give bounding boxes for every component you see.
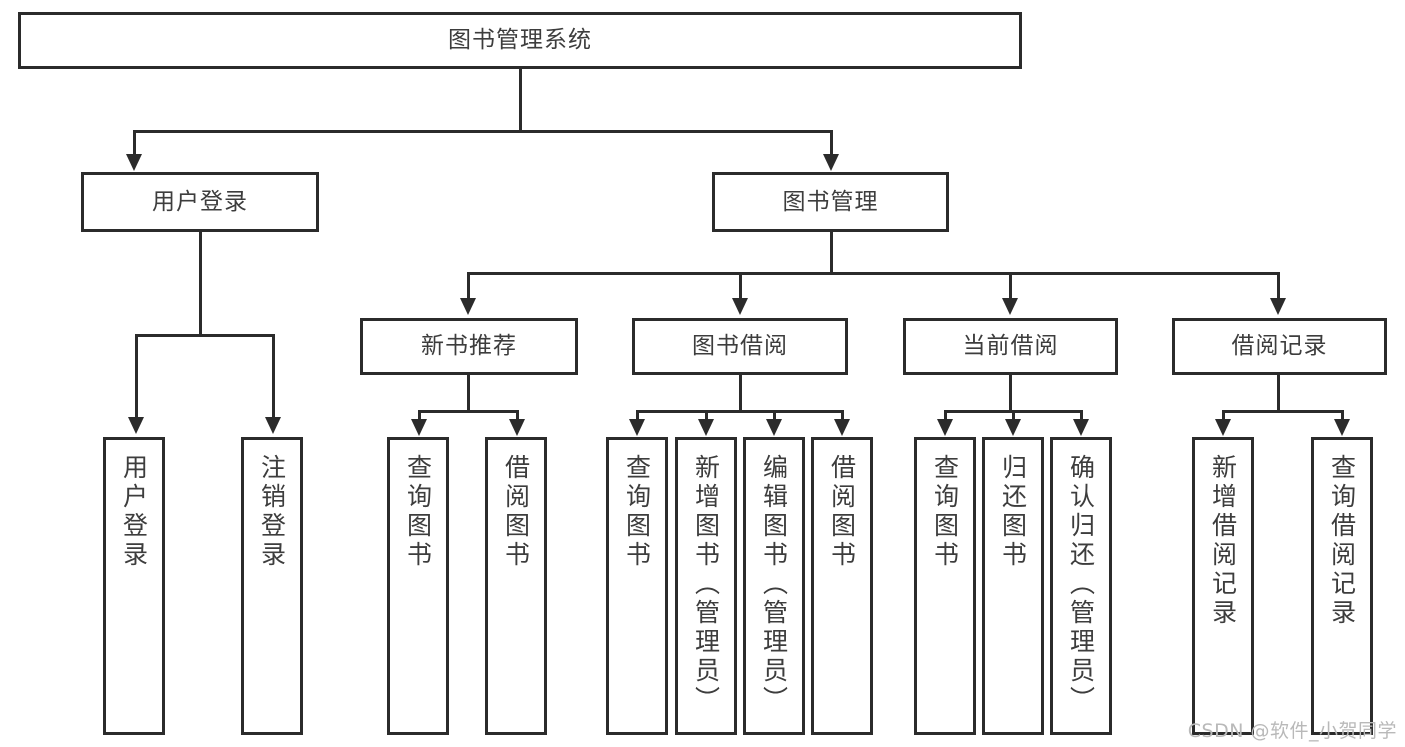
arrowhead-book-mgmt xyxy=(823,154,839,171)
leaf-bb-edit-book[interactable]: 编辑图书（管理员） xyxy=(743,437,805,735)
node-label: 图书借阅 xyxy=(692,333,788,360)
connector-book-mgmt-to-current xyxy=(1009,272,1012,300)
node-label: 新增借阅记录 xyxy=(1208,454,1238,628)
node-label: 查询图书 xyxy=(403,454,433,570)
leaf-br-query-record[interactable]: 查询借阅记录 xyxy=(1311,437,1373,735)
arrowhead-cb-return-book xyxy=(1005,419,1021,436)
arrowhead-nb-query-book xyxy=(411,419,427,436)
leaf-cb-return-book[interactable]: 归还图书 xyxy=(982,437,1044,735)
connector-new-book-stem xyxy=(467,375,470,413)
node-label: 当前借阅 xyxy=(962,333,1059,360)
connector-new-book-leaf-1 xyxy=(418,410,421,421)
connector-br-leaf-1 xyxy=(1222,410,1225,421)
node-label: 查询借阅记录 xyxy=(1327,454,1357,628)
node-root-system[interactable]: 图书管理系统 xyxy=(18,12,1022,69)
arrowhead-cb-query-book xyxy=(937,419,953,436)
node-book-management[interactable]: 图书管理 xyxy=(712,172,949,232)
leaf-bb-add-book[interactable]: 新增图书（管理员） xyxy=(675,437,737,735)
arrowhead-br-query-record xyxy=(1334,419,1350,436)
connector-book-mgmt-to-new-book xyxy=(467,272,470,300)
arrowhead-leaf-logout xyxy=(265,417,281,434)
connector-user-login-bus xyxy=(135,334,273,337)
node-label: 新书推荐 xyxy=(421,333,517,360)
node-label: 借阅记录 xyxy=(1231,333,1328,360)
arrowhead-bb-borrow-book xyxy=(834,419,850,436)
node-label: 注销登录 xyxy=(257,454,287,570)
node-new-book-recommend[interactable]: 新书推荐 xyxy=(360,318,578,375)
connector-book-mgmt-to-borrow xyxy=(739,272,742,300)
connector-cb-leaf-1 xyxy=(944,410,947,421)
arrowhead-current-borrow xyxy=(1002,298,1018,315)
node-book-borrow[interactable]: 图书借阅 xyxy=(632,318,848,375)
connector-root-to-book-mgmt xyxy=(830,130,833,156)
connector-root-bus xyxy=(133,130,833,133)
arrowhead-borrow-record xyxy=(1270,298,1286,315)
leaf-bb-query-book[interactable]: 查询图书 xyxy=(606,437,668,735)
node-user-login[interactable]: 用户登录 xyxy=(81,172,319,232)
connector-bb-leaf-2 xyxy=(705,410,708,421)
connector-current-borrow-stem xyxy=(1009,375,1012,413)
node-label: 查询图书 xyxy=(622,454,652,570)
leaf-user-login[interactable]: 用户登录 xyxy=(103,437,165,735)
arrowhead-br-add-record xyxy=(1215,419,1231,436)
connector-root-to-user-login xyxy=(133,130,136,156)
leaf-cb-query-book[interactable]: 查询图书 xyxy=(914,437,976,735)
node-current-borrow[interactable]: 当前借阅 xyxy=(903,318,1118,375)
connector-user-login-stem xyxy=(199,232,202,337)
connector-book-mgmt-bus xyxy=(467,272,1280,275)
node-label: 确认归还（管理员） xyxy=(1066,454,1096,715)
connector-root-stem xyxy=(519,69,522,132)
arrowhead-book-borrow xyxy=(732,298,748,315)
leaf-bb-borrow-book[interactable]: 借阅图书 xyxy=(811,437,873,735)
connector-borrow-record-bus xyxy=(1222,410,1343,413)
watermark-text: CSDN @软件_小贺同学 xyxy=(1187,720,1397,742)
arrowhead-bb-edit-book xyxy=(766,419,782,436)
connector-bb-leaf-1 xyxy=(636,410,639,421)
node-label: 借阅图书 xyxy=(827,454,857,570)
arrowhead-leaf-user-login xyxy=(128,417,144,434)
connector-book-mgmt-stem xyxy=(830,232,833,275)
arrowhead-bb-add-book xyxy=(698,419,714,436)
connector-user-login-leaf-1 xyxy=(135,334,138,419)
connector-new-book-bus xyxy=(418,410,519,413)
node-label: 用户登录 xyxy=(152,188,248,215)
node-label: 借阅图书 xyxy=(501,454,531,570)
node-label: 用户登录 xyxy=(119,454,149,570)
node-label: 归还图书 xyxy=(998,454,1028,570)
leaf-logout[interactable]: 注销登录 xyxy=(241,437,303,735)
connector-book-borrow-bus xyxy=(636,410,843,413)
arrowhead-cb-confirm-return xyxy=(1073,419,1089,436)
leaf-cb-confirm-return[interactable]: 确认归还（管理员） xyxy=(1050,437,1112,735)
arrowhead-nb-borrow-book xyxy=(509,419,525,436)
node-label: 编辑图书（管理员） xyxy=(759,454,789,715)
node-label: 新增图书（管理员） xyxy=(691,454,721,715)
connector-book-mgmt-to-record xyxy=(1277,272,1280,300)
node-label: 图书管理系统 xyxy=(448,27,592,54)
connector-user-login-leaf-2 xyxy=(272,334,275,419)
connector-bb-leaf-3 xyxy=(773,410,776,421)
connector-cb-leaf-3 xyxy=(1080,410,1083,421)
connector-bb-leaf-4 xyxy=(841,410,844,421)
leaf-nb-query-book[interactable]: 查询图书 xyxy=(387,437,449,735)
node-label: 查询图书 xyxy=(930,454,960,570)
arrowhead-bb-query-book xyxy=(629,419,645,436)
arrowhead-new-book-recommend xyxy=(460,298,476,315)
node-label: 图书管理 xyxy=(782,188,879,215)
node-borrow-record[interactable]: 借阅记录 xyxy=(1172,318,1387,375)
leaf-br-add-record[interactable]: 新增借阅记录 xyxy=(1192,437,1254,735)
leaf-nb-borrow-book[interactable]: 借阅图书 xyxy=(485,437,547,735)
arrowhead-user-login xyxy=(126,154,142,171)
connector-cb-leaf-2 xyxy=(1012,410,1015,421)
connector-borrow-record-stem xyxy=(1277,375,1280,413)
connector-new-book-leaf-2 xyxy=(516,410,519,421)
connector-br-leaf-2 xyxy=(1341,410,1344,421)
connector-book-borrow-stem xyxy=(739,375,742,413)
